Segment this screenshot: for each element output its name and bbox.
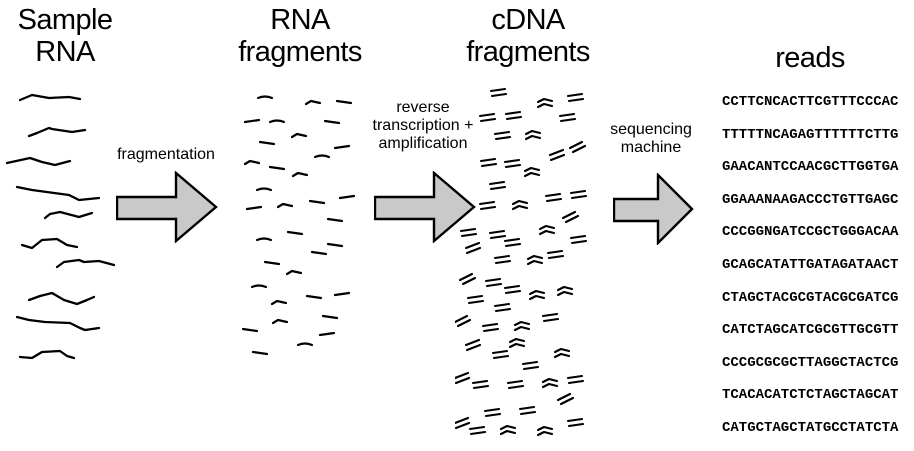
rna-fragments-group (241, 95, 356, 356)
cdna-fragments-header: cDNA fragments (466, 4, 590, 68)
rna-strand (15, 315, 101, 332)
rna-fragments-header: RNA fragments (238, 4, 362, 68)
read-row: CCCGGNGATCCGCTGGGACAA (722, 224, 899, 241)
rna-strand (27, 126, 87, 138)
reads-list: CCTTCNCACTTCGTTTCCCAC TTTTTNCAGAGTTTTTTC… (722, 86, 912, 445)
read-row: CATGCTAGCTATGCCTATCTA (722, 419, 899, 436)
cdna-fragments-graphic (455, 87, 588, 437)
rna-strand (20, 237, 79, 250)
rna-strand (55, 258, 116, 269)
rna-strand (18, 349, 76, 360)
rna-strand (15, 185, 101, 202)
read-row: TCACACATCTCTAGCTAGCAT (722, 387, 899, 404)
read-row: GAACANTCCAACGCTTGGTGA (722, 159, 899, 176)
read-row: CCCGCGCGCTTAGGCTACTCG (722, 354, 899, 371)
read-row: CCTTCNCACTTCGTTTCCCAC (722, 94, 899, 110)
sequencing-arrow-icon (613, 173, 694, 245)
sequencing-machine-label: sequencing machine (610, 121, 692, 156)
rna-strand (18, 93, 82, 102)
cdna-fragments-group (455, 87, 588, 437)
read-row: GCAGCATATTGATAGATAACT (722, 256, 899, 273)
fragmentation-arrow-icon (116, 171, 218, 243)
reverse-transcription-label: reverse transcription + amplification (372, 99, 474, 152)
read-row: CATCTAGCATCGCGTTGCGTT (722, 322, 899, 339)
reads-header: reads (775, 42, 845, 74)
rna-strand (5, 156, 72, 167)
read-row: CTAGCTACGCGTACGCGATCG (722, 289, 899, 306)
rna-strand (43, 210, 94, 220)
sample-rna-header: Sample RNA (17, 4, 113, 68)
reverse-transcription-arrow-icon (374, 171, 476, 243)
read-row: GGAAANAAGACCCTGTTGAGC (722, 191, 899, 208)
fragmentation-label: fragmentation (117, 146, 215, 163)
rna-fragments-graphic (241, 95, 356, 356)
sample-rna-strands-graphic (5, 93, 116, 360)
read-row: TTTTTNCAGAGTTTTTTCTTG (722, 126, 899, 143)
rna-strand (27, 291, 96, 306)
